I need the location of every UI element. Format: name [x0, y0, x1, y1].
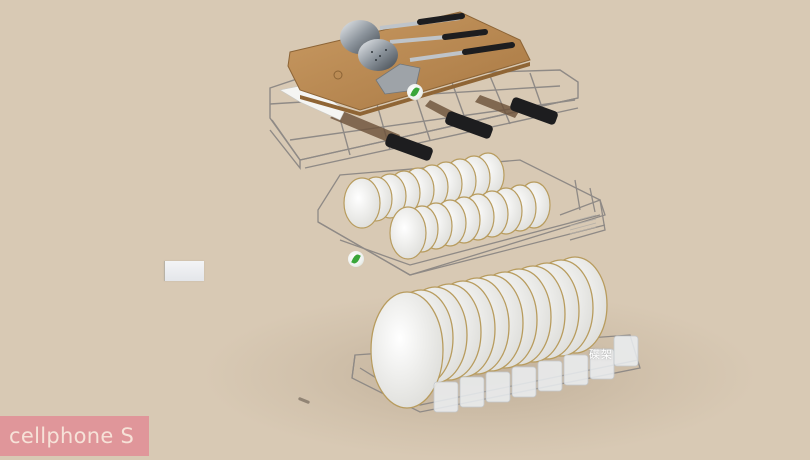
watermark-logo: cellphone S	[0, 416, 149, 456]
rack-label: 碟架	[589, 348, 613, 361]
leaf-badge-icon	[348, 251, 364, 267]
top-tier-knife-rack	[269, 11, 579, 171]
watermark-text: cellphone S	[9, 424, 135, 448]
placeholder-tile	[164, 261, 204, 281]
middle-tier-bowl-rack	[317, 152, 606, 276]
leaf-badge-icon	[407, 84, 423, 100]
bottom-tier-plate-rack	[351, 256, 641, 413]
